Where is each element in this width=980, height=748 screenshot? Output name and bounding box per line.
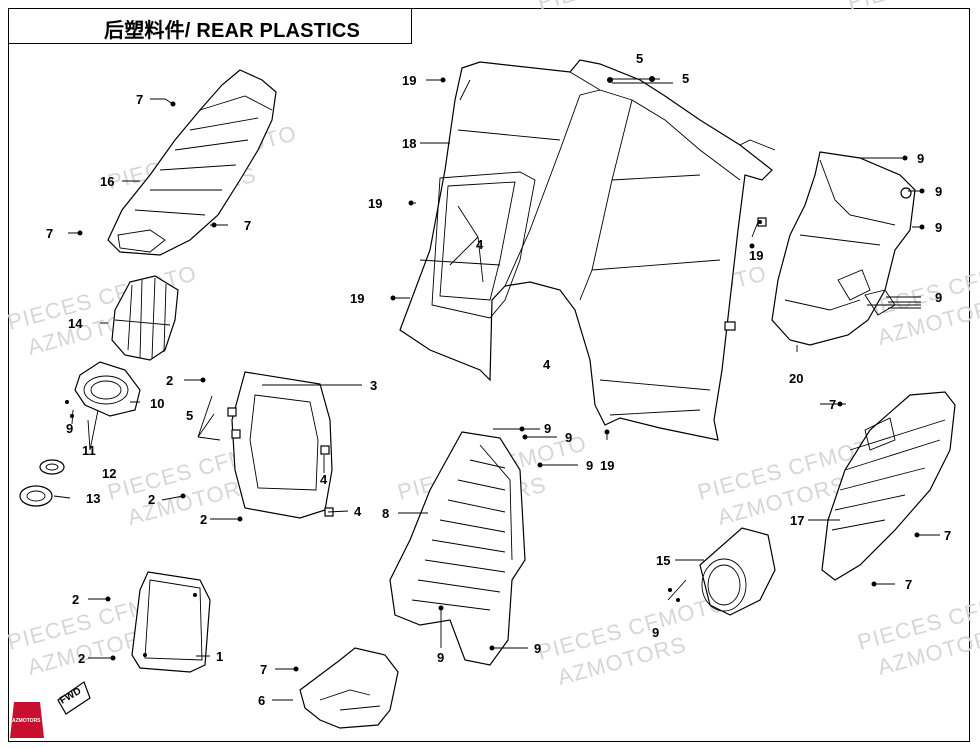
part-8-vertical-grille [389, 431, 526, 666]
callout-2: 2 [72, 592, 79, 607]
callout-14: 14 [68, 316, 83, 331]
part-3-frame-panel [227, 371, 334, 519]
part-13-washer [19, 485, 53, 507]
callout-labels: 5 5 19 18 19 4 19 4 19 19 9 9 9 9 9 20 7… [46, 51, 951, 708]
svg-text:PIECES CFMOTO: PIECES CFMOTO [845, 0, 980, 15]
callout-8: 8 [382, 506, 389, 521]
callout-7: 7 [944, 528, 951, 543]
callout-7: 7 [136, 92, 143, 107]
part-10-clamp-ring [74, 361, 141, 417]
part-14-intake-duct [111, 275, 179, 361]
callout-2: 2 [166, 373, 173, 388]
svg-text:AZMOTORS: AZMOTORS [12, 718, 41, 724]
callout-1: 1 [216, 649, 223, 664]
callout-7: 7 [46, 226, 53, 241]
callout-9: 9 [544, 421, 551, 436]
callout-19: 19 [600, 458, 614, 473]
callout-19: 19 [350, 291, 364, 306]
svg-text:PIECES CFMOTO: PIECES CFMOTO [535, 0, 730, 15]
drawing-frame [8, 8, 970, 742]
azmotors-logo: AZMOTORS [10, 702, 44, 738]
callout-4: 4 [476, 237, 484, 252]
callout-15: 15 [656, 553, 670, 568]
callout-9: 9 [586, 458, 593, 473]
callout-6: 6 [258, 693, 265, 708]
part-17-grille-panel [821, 391, 956, 581]
callout-19: 19 [402, 73, 416, 88]
callout-5: 5 [186, 408, 193, 423]
callout-11: 11 [82, 443, 96, 458]
callout-18: 18 [402, 136, 416, 151]
part-12-washer [39, 459, 65, 475]
part-1-cover-plate [131, 571, 211, 673]
callout-17: 17 [790, 513, 804, 528]
callout-7: 7 [905, 577, 912, 592]
callout-10: 10 [150, 396, 164, 411]
callout-4: 4 [543, 357, 551, 372]
callout-20: 20 [789, 371, 803, 386]
title-block [8, 8, 412, 44]
callout-5: 5 [682, 71, 689, 86]
part-6-bracket [299, 647, 399, 729]
callout-7: 7 [260, 662, 267, 677]
leader-lines [53, 76, 940, 701]
callout-4: 4 [354, 504, 362, 519]
part-20-side-panel [771, 151, 916, 346]
callout-19: 19 [749, 248, 763, 263]
callout-2: 2 [78, 651, 85, 666]
callout-9: 9 [437, 650, 444, 665]
callout-4: 4 [320, 472, 328, 487]
callout-9: 9 [565, 430, 572, 445]
fwd-arrow-icon: FWD [57, 681, 91, 715]
callout-7: 7 [244, 218, 251, 233]
page-title: 后塑料件/ REAR PLASTICS [104, 20, 361, 42]
callout-2: 2 [148, 492, 155, 507]
callout-9: 9 [66, 421, 73, 436]
part-15-intake-cover [699, 527, 776, 616]
callout-2: 2 [200, 512, 207, 527]
callout-9: 9 [652, 625, 659, 640]
callout-16: 16 [100, 174, 114, 189]
callout-19: 19 [368, 196, 382, 211]
callout-5: 5 [636, 51, 643, 66]
part-16-grille-panel [107, 69, 277, 256]
callout-9: 9 [534, 641, 541, 656]
callout-9: 9 [917, 151, 924, 166]
callout-12: 12 [102, 466, 116, 481]
callout-13: 13 [86, 491, 100, 506]
callout-9: 9 [935, 220, 942, 235]
callout-9: 9 [935, 290, 942, 305]
callout-3: 3 [370, 378, 377, 393]
callout-7: 7 [829, 397, 836, 412]
callout-9: 9 [935, 184, 942, 199]
part-18-rear-fender [399, 59, 776, 441]
